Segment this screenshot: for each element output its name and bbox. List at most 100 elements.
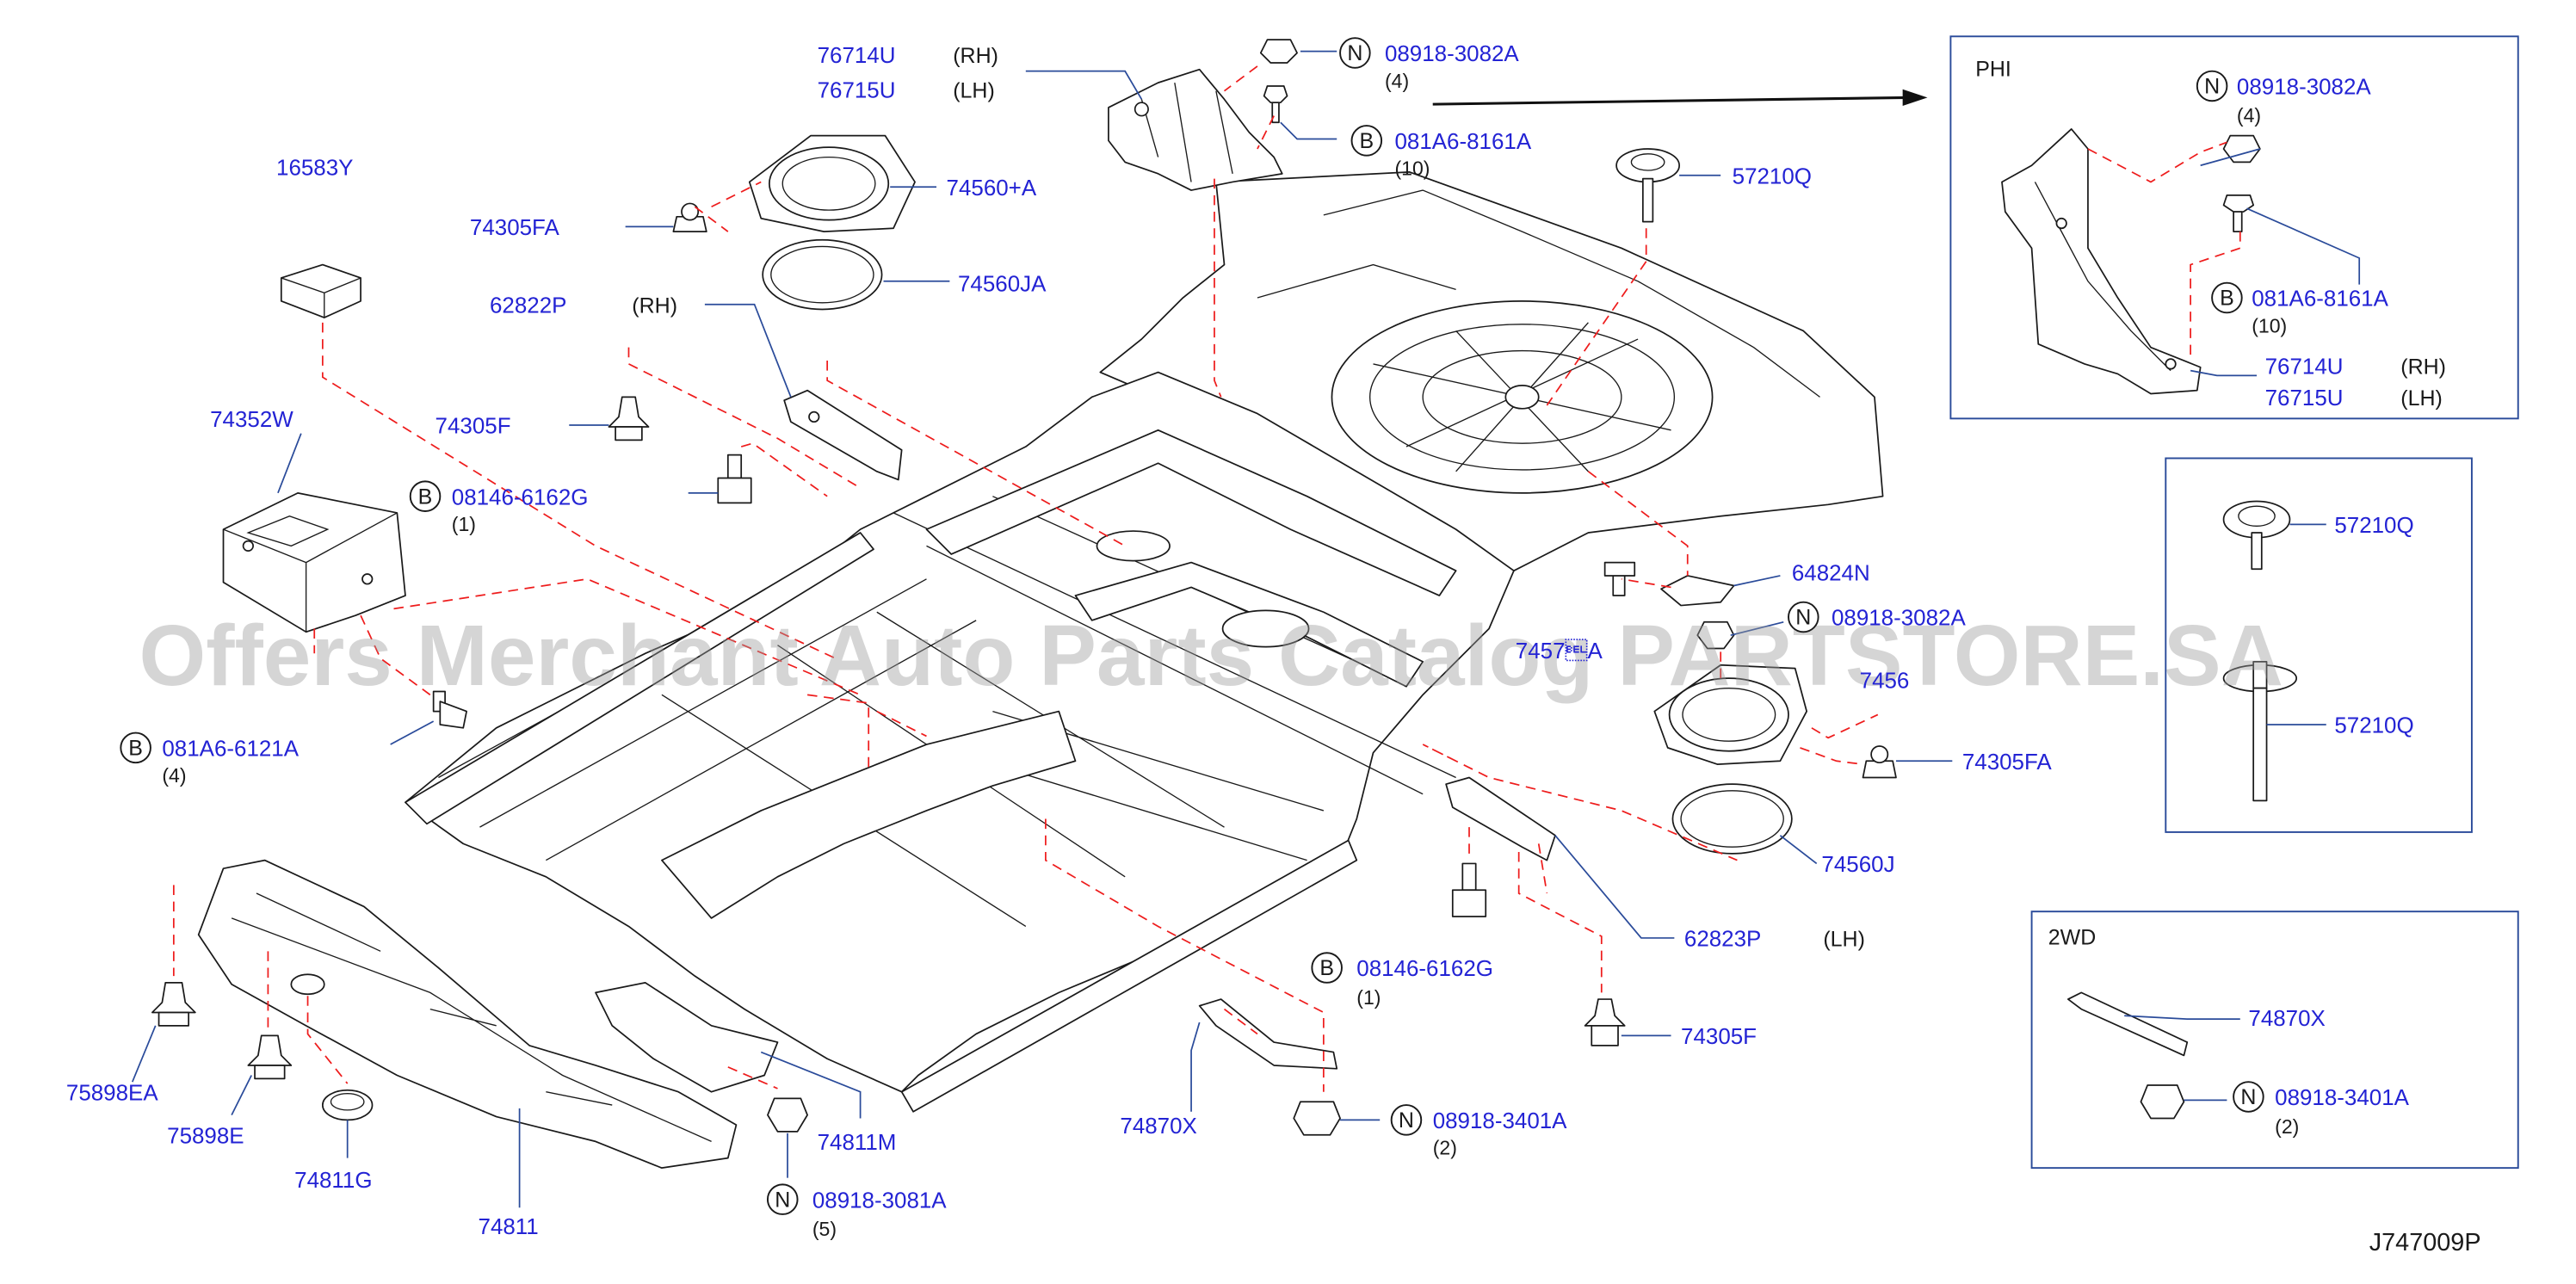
- pin-74305F-left: [608, 396, 650, 441]
- bolt-symbol-circle: [1350, 125, 1383, 157]
- rear-bracket-76714U: [1108, 68, 1283, 191]
- clip-inset-frame: [2165, 457, 2473, 833]
- label-74352W: 74352W: [210, 408, 293, 432]
- phi-nut: [2222, 134, 2261, 164]
- nut-symbol-letter: N: [2204, 75, 2220, 99]
- label-76715U-side: (LH): [953, 78, 995, 102]
- twowd-inset-labels: 2WD 74870X 08918-3401A (2): [2048, 926, 2410, 1138]
- bracket-64824N: [1660, 575, 1735, 607]
- cover-74811M: [595, 981, 779, 1093]
- label-74305F-right: 74305F: [1681, 1025, 1757, 1049]
- label-08146-6162G-right: 08146-6162G: [1356, 957, 1493, 981]
- bolt-081A6-small: [1603, 561, 1636, 596]
- phi-bolt-label: 081A6-8161A: [2252, 287, 2388, 312]
- label-74560J: 74560J: [1821, 853, 1894, 877]
- nut-08918-3082A-mid: [1696, 620, 1735, 650]
- clip-57210Q-main: [1615, 148, 1680, 223]
- main-floor-panel: [405, 371, 1515, 1113]
- nut-symbol-circle: [2233, 1081, 2264, 1113]
- gasket-74560plusA: [748, 134, 916, 232]
- diagram-code: J747009P: [2369, 1229, 2481, 1256]
- callout-labels: 76714U (RH) 76715U (LH) 08918-3082A (4) …: [66, 42, 2052, 1240]
- label-7456-partial: 7456: [1860, 670, 1910, 694]
- phi-arrow: [1432, 89, 1928, 107]
- label-62823P-side: (LH): [1823, 928, 1865, 952]
- label-76714U-side: (RH): [953, 44, 998, 68]
- label-74811G: 74811G: [294, 1169, 372, 1193]
- nut-08918-3081A: [767, 1097, 808, 1133]
- bolt-symbol-circle: [409, 480, 442, 512]
- label-08918-3401A: 08918-3401A: [1433, 1109, 1567, 1133]
- phi-nut-qty: (4): [2237, 104, 2261, 127]
- nut-symbol-letter: N: [1795, 606, 1811, 630]
- twowd-nut-label: 08918-3401A: [2275, 1086, 2409, 1110]
- nut-symbol-circle: [2196, 70, 2228, 102]
- nut-symbol-letter: N: [775, 1188, 790, 1212]
- phi-inset-labels: PHI 08918-3082A (4) 081A6-8161A (10) 767…: [1975, 57, 2446, 411]
- twowd-nut-qty: (2): [2275, 1115, 2299, 1138]
- label-75898EA: 75898EA: [66, 1081, 158, 1105]
- bolt-symbol-circle: [2211, 281, 2243, 314]
- label-08918-3081A: 08918-3081A: [812, 1188, 947, 1213]
- phi-title: PHI: [1975, 57, 2011, 81]
- bolt-08146-6162G-right: [1451, 862, 1487, 917]
- bolt-symbol-letter: B: [1319, 956, 1334, 980]
- qty-08146-6162G-left: (1): [452, 513, 476, 535]
- leader-lines: [131, 50, 2361, 1208]
- guide-lines: [172, 65, 2241, 1092]
- bolt-symbol-letter: B: [1359, 129, 1374, 153]
- bolt-08146-6162G-left: [717, 454, 752, 504]
- clip-inset-top-label: 57210Q: [2334, 514, 2413, 538]
- phi-bolt: [2222, 194, 2255, 232]
- label-08918-3082A-mid: 08918-3082A: [1832, 607, 1966, 631]
- bolt-symbol-letter: B: [2220, 287, 2234, 311]
- cushion-16583Y: [280, 263, 361, 318]
- label-74870X: 74870X: [1120, 1114, 1196, 1139]
- nut-symbol-circle: [766, 1183, 799, 1215]
- clip-inset-bottom: [2222, 661, 2298, 802]
- qty-08146-6162G-right: (1): [1356, 986, 1381, 1009]
- label-08918-3082A-top: 08918-3082A: [1385, 42, 1519, 66]
- plug-74811G: [321, 1089, 374, 1121]
- qty-08918-3081A: (5): [812, 1218, 837, 1240]
- bolt-081A6-8161A-top: [1263, 85, 1288, 124]
- label-74305F-left: 74305F: [436, 415, 511, 439]
- watermark: Offers Merchant Auto Parts Catalog PARTS…: [139, 608, 2283, 704]
- qty-08918-3401A: (2): [1433, 1137, 1457, 1159]
- label-64824N: 64824N: [1792, 562, 1870, 586]
- phi-bolt-qty: (10): [2252, 314, 2287, 336]
- label-08146-6162G-left: 08146-6162G: [452, 485, 589, 509]
- twowd-plate-label: 74870X: [2248, 1007, 2325, 1031]
- label-57210Q-main: 57210Q: [1733, 164, 1812, 188]
- phi-bracket-lh-label: 76715U: [2265, 386, 2344, 411]
- label-75898E: 75898E: [167, 1124, 244, 1148]
- undercover-74811: [197, 859, 738, 1170]
- nut-symbol-circle: [1390, 1104, 1423, 1136]
- ring-74560JA: [762, 238, 883, 311]
- nut-08918-3401A: [1293, 1101, 1341, 1136]
- nut-symbol-letter: N: [2240, 1085, 2256, 1109]
- gasket-7456x-right: [1653, 664, 1808, 765]
- label-74305FA-left: 74305FA: [470, 216, 560, 240]
- clip-inset-top: [2222, 500, 2291, 571]
- clip-74305FA-left: [672, 202, 707, 232]
- phi-inset-frame: [1949, 35, 2519, 420]
- qty-081A6-6121A: (4): [162, 764, 186, 787]
- bolt-symbol-circle: [1311, 952, 1343, 984]
- bolt-symbol-letter: B: [418, 485, 433, 509]
- phi-bracket: [2001, 128, 2202, 395]
- clip-inset-bottom-label: 57210Q: [2334, 714, 2413, 738]
- phi-bracket-lh-side: (LH): [2400, 386, 2443, 411]
- phi-bracket-rh-label: 76714U: [2265, 355, 2344, 379]
- label-081A6-6121A: 081A6-6121A: [162, 737, 299, 761]
- twowd-nut: [2140, 1084, 2185, 1120]
- twowd-plate: [2067, 991, 2189, 1057]
- label-16583Y: 16583Y: [276, 157, 353, 181]
- label-76715U: 76715U: [818, 78, 896, 102]
- nut-symbol-circle: [1339, 37, 1371, 69]
- nut-08918-3082A-top: [1259, 39, 1298, 64]
- bracket-62823P: [1445, 776, 1556, 861]
- bolt-081A6-6121A: [432, 690, 467, 729]
